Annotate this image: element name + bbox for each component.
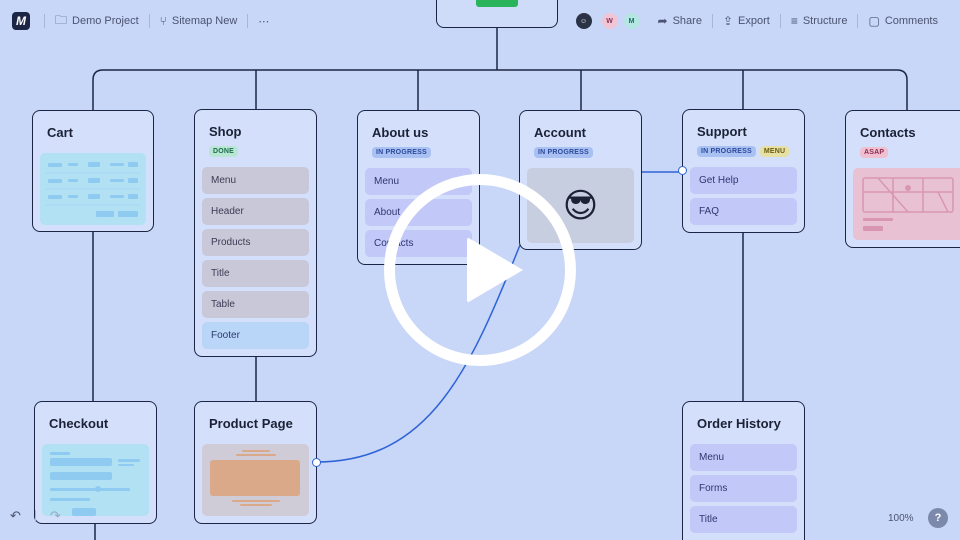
- product-wireframe: [202, 444, 309, 516]
- toolbar-divider: [247, 14, 249, 28]
- block-row[interactable]: Title: [202, 260, 309, 287]
- card-title: Checkout: [49, 416, 109, 431]
- badge-group: DONE: [209, 146, 239, 157]
- card-contacts[interactable]: Contacts ASAP: [845, 110, 960, 248]
- block-row[interactable]: Footer: [202, 322, 309, 349]
- status-badge: IN PROGRESS: [372, 147, 431, 158]
- status-badge: DONE: [209, 146, 239, 157]
- share-icon: ➦: [657, 14, 668, 28]
- structure-button[interactable]: ≡ Structure: [781, 11, 858, 31]
- card-title: Cart: [47, 125, 74, 140]
- card-title: Shop: [209, 124, 242, 139]
- folder-icon: 🗀: [55, 12, 68, 27]
- toolbar-divider: [148, 14, 150, 28]
- history-controls: ↶ ↷: [10, 508, 61, 524]
- structure-label: Structure: [802, 15, 848, 27]
- home-node-button: [476, 0, 518, 7]
- project-label: Demo Project: [72, 15, 139, 27]
- export-button[interactable]: ⇪ Export: [713, 11, 780, 31]
- card-product-page[interactable]: Product Page: [194, 401, 317, 524]
- video-play-button[interactable]: [384, 174, 576, 366]
- image-wireframe-icon: [210, 450, 300, 506]
- block-row[interactable]: FAQ: [690, 198, 797, 225]
- table-wireframe-icon: [46, 162, 140, 217]
- toolbar-right: ☺ W M ➦ Share ⇪ Export ≡ Structure ▢ Com…: [570, 11, 948, 31]
- card-title: About us: [372, 125, 429, 140]
- card-order-history[interactable]: Order History Menu Forms Title: [682, 401, 805, 540]
- comments-button[interactable]: ▢ Comments: [858, 11, 948, 31]
- card-title: Product Page: [209, 416, 293, 431]
- comments-label: Comments: [884, 15, 938, 27]
- block-row[interactable]: Products: [202, 229, 309, 256]
- toolbar-divider: [857, 14, 859, 28]
- link-handle[interactable]: [312, 458, 321, 467]
- sunglasses-emoji-icon: 😎: [562, 186, 599, 225]
- card-checkout[interactable]: Checkout: [34, 401, 157, 524]
- connector: [92, 69, 908, 110]
- toolbar-left: M 🗀 Demo Project ⑂ Sitemap New ⋯: [12, 11, 279, 31]
- status-badge: IN PROGRESS: [697, 146, 756, 157]
- link-handle[interactable]: [678, 166, 687, 175]
- comment-icon: ▢: [868, 14, 880, 28]
- badge-group: IN PROGRESS: [372, 147, 431, 158]
- block-row[interactable]: Title: [690, 506, 797, 533]
- share-label: Share: [672, 15, 702, 27]
- help-button[interactable]: ?: [928, 508, 948, 528]
- toolbar-divider: [779, 14, 781, 28]
- toolbar-divider: [34, 510, 36, 522]
- status-badge: ASAP: [860, 147, 889, 158]
- card-shop[interactable]: Shop DONE Menu Header Products Title Tab…: [194, 109, 317, 357]
- block-row[interactable]: Menu: [690, 444, 797, 471]
- sitemap-icon: ⑂: [159, 14, 167, 28]
- app-logo[interactable]: M: [12, 12, 30, 30]
- block-row[interactable]: Header: [202, 198, 309, 225]
- home-node[interactable]: [436, 0, 558, 28]
- card-title: Contacts: [860, 125, 916, 140]
- badge-group: ASAP: [860, 147, 889, 158]
- export-icon: ⇪: [722, 14, 734, 28]
- play-icon: [467, 237, 523, 303]
- export-label: Export: [738, 15, 770, 27]
- card-support[interactable]: Support IN PROGRESS MENU Get Help FAQ: [682, 109, 805, 233]
- share-button[interactable]: ➦ Share: [648, 11, 712, 31]
- more-button[interactable]: ⋯: [258, 15, 270, 28]
- sitemap-label: Sitemap New: [171, 15, 238, 27]
- cart-wireframe: [40, 153, 146, 225]
- map-wireframe: [853, 168, 960, 240]
- toolbar-divider: [711, 14, 713, 28]
- top-toolbar: M 🗀 Demo Project ⑂ Sitemap New ⋯ ☺ W M ➦…: [0, 0, 960, 42]
- map-icon: [862, 177, 954, 231]
- checkout-wireframe: [42, 444, 149, 516]
- badge-group: IN PROGRESS MENU: [697, 146, 790, 157]
- card-title: Account: [534, 125, 586, 140]
- avatar-w[interactable]: W: [601, 13, 618, 29]
- type-badge: MENU: [759, 146, 790, 157]
- block-row[interactable]: Get Help: [690, 167, 797, 194]
- avatar-m[interactable]: M: [623, 13, 640, 29]
- badge-group: IN PROGRESS: [534, 147, 593, 158]
- card-title: Order History: [697, 416, 781, 431]
- undo-icon[interactable]: ↶: [10, 508, 21, 523]
- form-wireframe-icon: [50, 452, 140, 516]
- toolbar-divider: [44, 14, 45, 28]
- zoom-level[interactable]: 100%: [888, 513, 914, 524]
- redo-icon[interactable]: ↷: [49, 508, 61, 523]
- block-row[interactable]: Table: [202, 291, 309, 318]
- block-row[interactable]: Forms: [690, 475, 797, 502]
- avatar[interactable]: ☺: [575, 13, 592, 29]
- project-button[interactable]: 🗀 Demo Project: [45, 11, 149, 31]
- card-cart[interactable]: Cart: [32, 110, 154, 232]
- structure-icon: ≡: [790, 14, 798, 28]
- status-badge: IN PROGRESS: [534, 147, 593, 158]
- sitemap-button[interactable]: ⑂ Sitemap New: [150, 11, 248, 31]
- card-title: Support: [697, 124, 747, 139]
- block-row[interactable]: Menu: [202, 167, 309, 194]
